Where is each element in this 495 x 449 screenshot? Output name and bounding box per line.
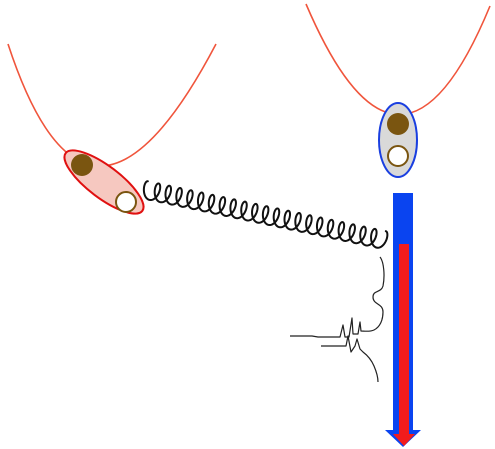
coil-spring <box>142 180 389 249</box>
right-wavepacket <box>378 102 418 178</box>
right-hollow-particle <box>387 145 409 167</box>
right-filled-particle <box>387 113 409 135</box>
downward-arrow <box>385 193 421 447</box>
left-potential-curve <box>7 43 217 167</box>
left-filled-particle <box>71 154 93 176</box>
inner-arrow-shaft <box>399 244 409 435</box>
emission-spectrum-trace <box>290 256 385 383</box>
right-potential-curve <box>305 3 491 116</box>
left-wavepacket-ellipse <box>63 149 145 215</box>
inner-arrow-head <box>393 434 415 446</box>
left-wavepacket <box>63 149 145 215</box>
left-hollow-particle <box>115 191 137 213</box>
